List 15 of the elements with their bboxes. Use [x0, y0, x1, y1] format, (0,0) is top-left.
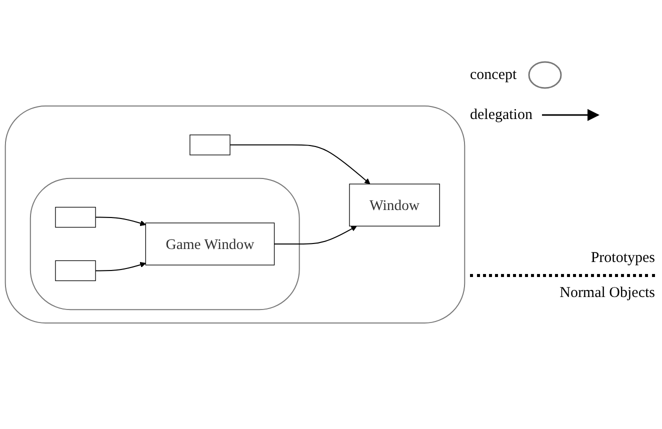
legend-label: concept — [470, 66, 517, 84]
region-label: Prototypes — [590, 250, 655, 267]
legend-label: delegation — [470, 106, 532, 124]
arrow — [95, 262, 146, 272]
cluster — [30, 178, 300, 310]
cluster — [4, 106, 466, 324]
arrow — [95, 216, 146, 226]
node-box: Game Window — [145, 222, 275, 266]
node-box: Window — [349, 184, 440, 226]
node-box — [55, 206, 96, 228]
region-label: Normal Objects — [558, 285, 655, 302]
arrow — [274, 226, 357, 244]
arrow — [230, 144, 370, 184]
node-box — [55, 260, 96, 282]
node-box — [190, 134, 230, 156]
